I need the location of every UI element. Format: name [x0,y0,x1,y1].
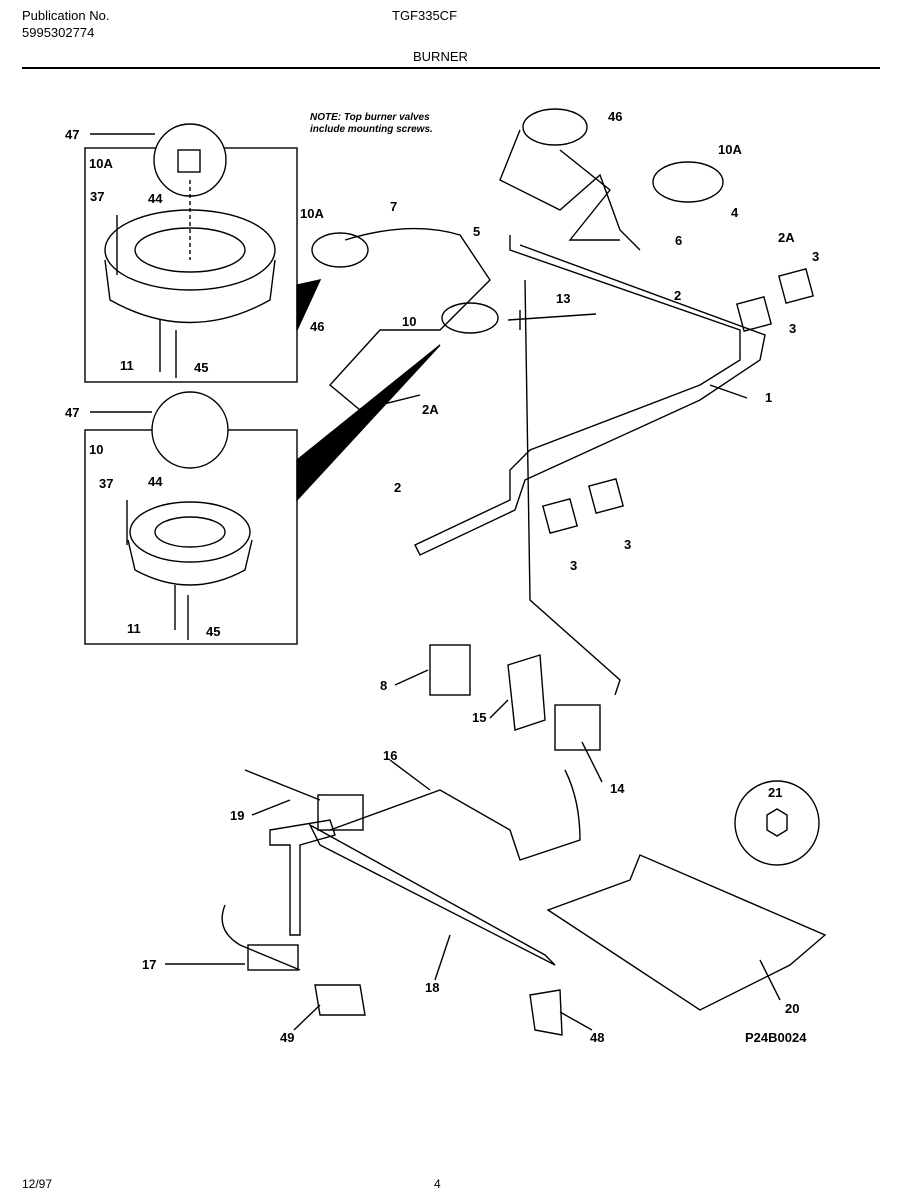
callout-16: 16 [383,748,397,763]
callout-inset-b-title: 10 [89,442,103,457]
callout-20: 20 [785,1001,799,1016]
header-rule [22,67,880,69]
oven-safety-valve [247,944,299,971]
note-line-2: include mounting screws. [310,124,433,135]
oven-burner-tube [308,823,556,966]
model-number: TGF335CF [392,8,458,23]
callout-11-a: 11 [120,358,134,373]
callout-6: 6 [675,233,682,248]
callout-10: 10 [402,314,416,329]
orifice-plate-3c [735,295,773,333]
callout-17: 17 [142,957,156,972]
callout-2-right: 2 [674,288,681,303]
callout-10a-left: 10A [300,206,324,221]
callout-45-b: 45 [206,624,220,639]
callout-18: 18 [425,980,439,995]
publication-number: 5995302774 [22,25,95,40]
callout-47-b: 47 [65,405,79,420]
callout-1: 1 [765,390,772,405]
callout-19: 19 [230,808,244,823]
callout-4: 4 [731,205,739,220]
note-line-1: NOTE: Top burner valves [310,112,430,123]
callout-3-far: 3 [812,249,819,264]
callout-37-a: 37 [90,189,104,204]
pressure-regulator [554,704,601,751]
callout-7: 7 [390,199,397,214]
front-center-burner [441,302,499,334]
front-left-burner [311,232,369,268]
inset-10-burner [129,501,251,563]
footer-date: 12/97 [22,1177,53,1191]
orifice-plate-3b [587,477,625,515]
callout-11-b: 11 [127,621,141,636]
callout-10a-right: 10A [718,142,742,157]
callout-44-b: 44 [148,474,163,489]
page-number: 4 [434,1177,441,1191]
manifold-pipe [414,235,766,556]
callout-45-a: 45 [194,360,208,375]
inset-10a-burner [104,209,276,291]
callout-21: 21 [768,785,782,800]
callout-3-right: 3 [789,321,796,336]
nut-21-circle [734,780,820,866]
section-title: BURNER [413,49,468,64]
callout-2a-left: 2A [422,402,439,417]
callout-46-right: 46 [608,109,622,124]
spark-module [429,644,471,696]
callout-14: 14 [610,781,625,796]
rear-right-burner [652,161,724,203]
callout-37-b: 37 [99,476,113,491]
drawing-code: P24B0024 [745,1030,807,1045]
inset-10a-nut [177,149,201,173]
callout-2-left: 2 [394,480,401,495]
callout-2a-right: 2A [778,230,795,245]
callout-48: 48 [590,1030,604,1045]
orifice-plate-3a [541,497,579,535]
callout-inset-a-title: 10A [89,156,113,171]
callout-15: 15 [472,710,486,725]
inset-10a-47-circle [153,123,227,197]
callout-5: 5 [473,224,480,239]
callout-47-a: 47 [65,127,79,142]
callout-3-left: 3 [570,558,577,573]
callout-49: 49 [280,1030,294,1045]
callout-44-a: 44 [148,191,163,206]
callout-8: 8 [380,678,387,693]
rear-left-burner [522,108,588,146]
regulator-bracket [507,654,546,731]
orifice-plate-3d [777,267,815,305]
callout-13: 13 [556,291,570,306]
publication-label: Publication No. [22,8,110,23]
callout-3-mid: 3 [624,537,631,552]
inset-10-47-circle [151,391,229,469]
callout-46-left: 46 [310,319,324,334]
burner-baffle [546,854,827,1011]
